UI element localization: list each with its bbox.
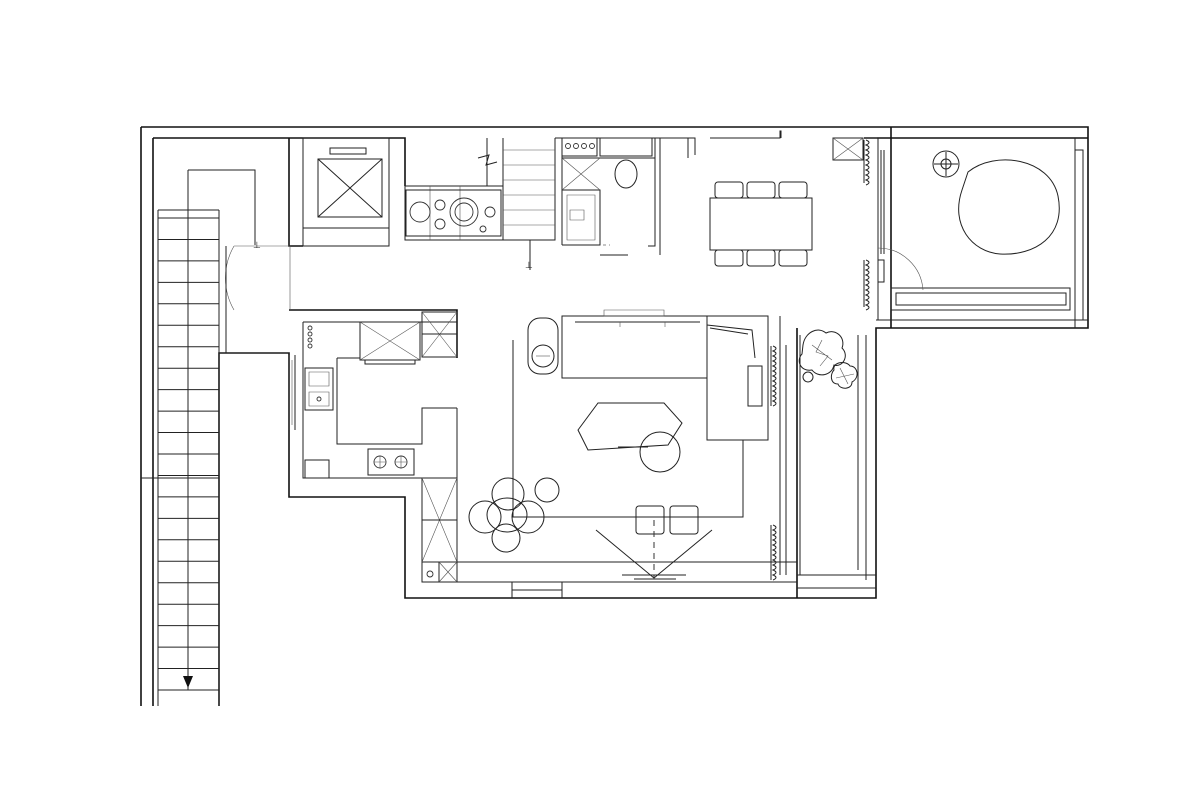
outer-walls xyxy=(141,127,1088,706)
entry-door: ⊥ xyxy=(219,241,290,353)
dining-area xyxy=(710,131,812,266)
curtain-fold xyxy=(773,346,776,406)
curtain-fold xyxy=(866,260,869,310)
armchair xyxy=(469,478,544,552)
curtain-side-bottom xyxy=(771,525,776,580)
tall-cabinet xyxy=(422,478,797,598)
elevator-shaft xyxy=(289,138,389,246)
curtain-right-top xyxy=(864,140,869,185)
kitchen xyxy=(289,310,457,478)
dining-chairs-bottom xyxy=(715,250,807,266)
dining-chairs-top xyxy=(715,182,807,198)
staircase xyxy=(141,170,255,706)
stair-arrow-icon xyxy=(183,676,193,688)
stair-up-marker: ⊥ xyxy=(525,261,533,271)
curtain-side-top xyxy=(771,346,776,406)
upper-stair-hall: ⊥ xyxy=(405,138,555,271)
curtain-right-mid xyxy=(864,260,869,310)
bathroom xyxy=(555,138,695,255)
plant-icon xyxy=(799,330,857,388)
side-balcony xyxy=(771,316,876,588)
entry-marker: ⊥ xyxy=(253,241,261,251)
living-room xyxy=(469,310,768,579)
curtain-fold xyxy=(773,525,776,580)
balcony xyxy=(833,138,1088,320)
stair-steps xyxy=(141,210,219,706)
curtain-fold xyxy=(866,140,869,185)
hall-vanity xyxy=(406,190,501,236)
